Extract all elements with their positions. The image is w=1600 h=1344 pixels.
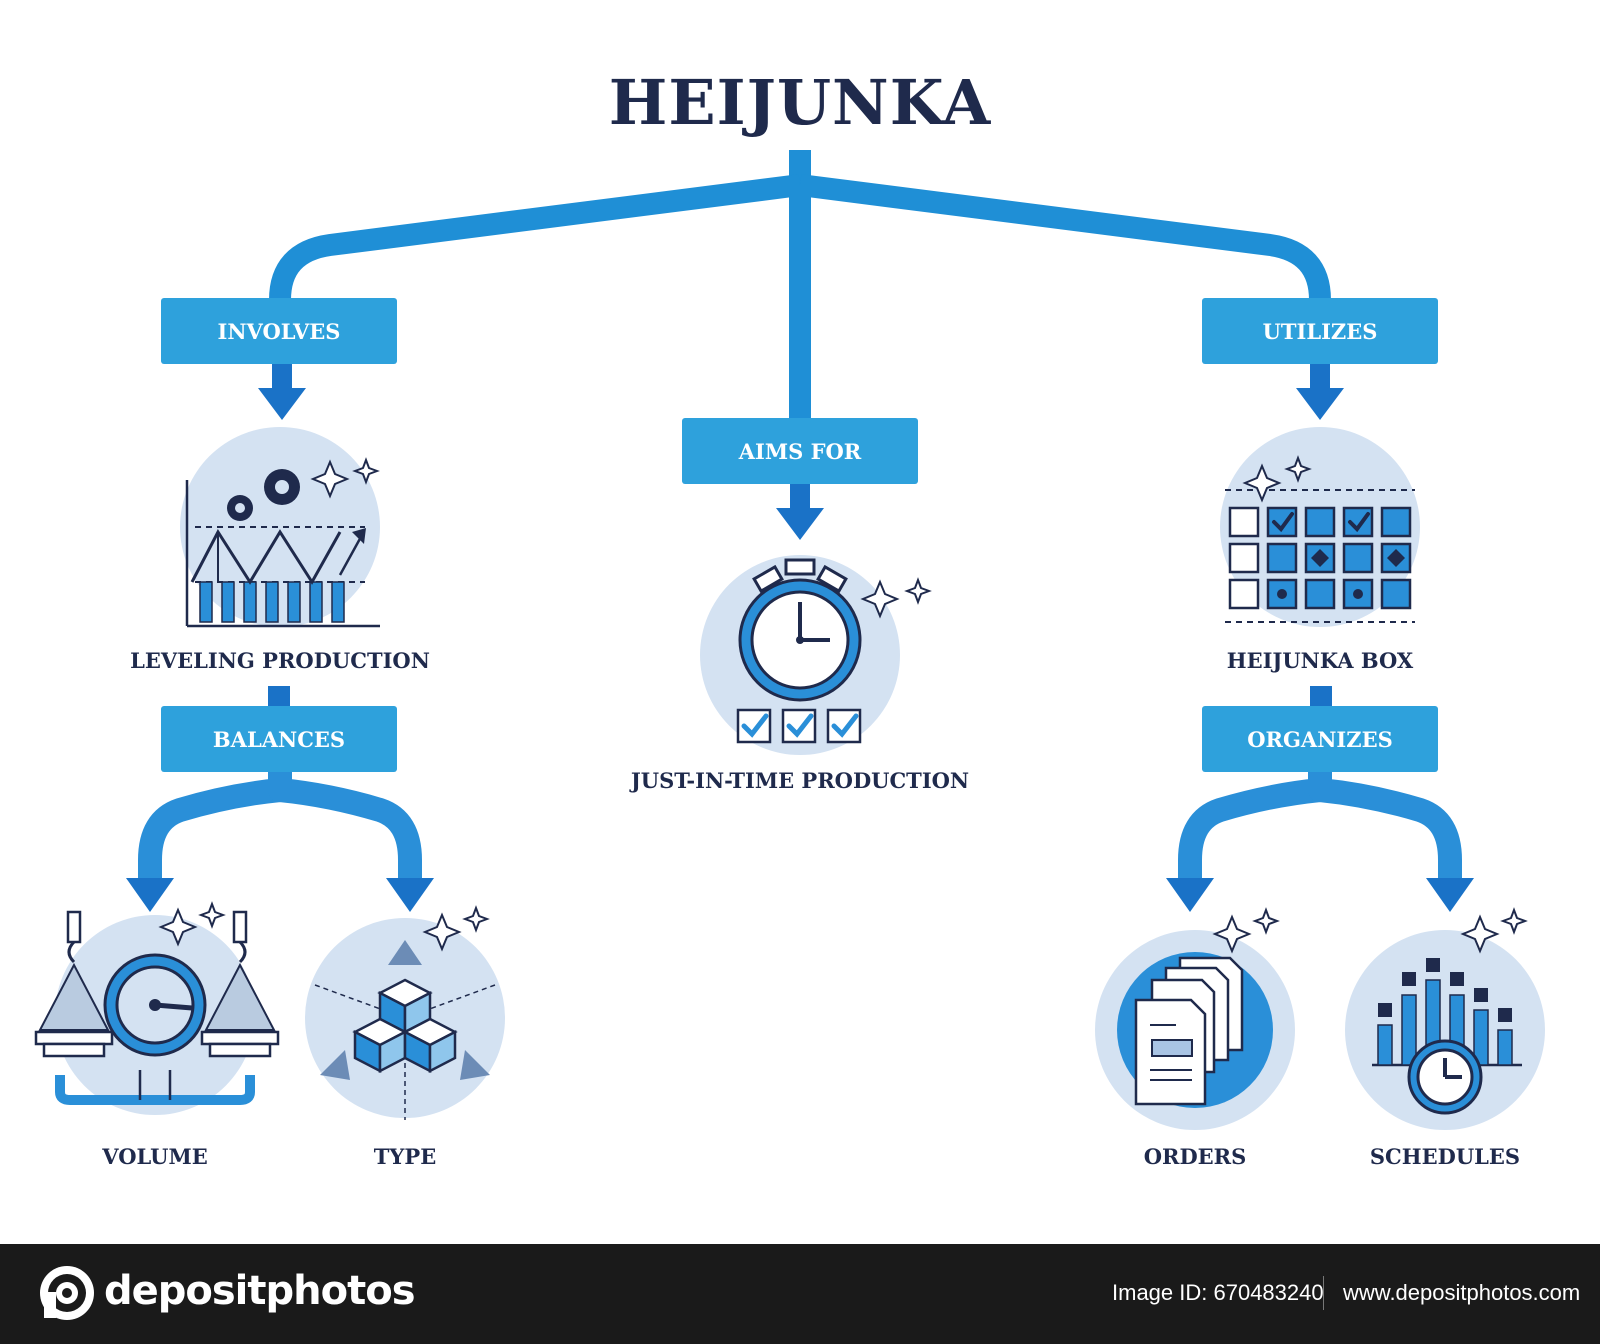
label-orders: ORDERS (1143, 1144, 1247, 1169)
arrow-schedules (1426, 878, 1474, 912)
label-schedules: SCHEDULES (1369, 1144, 1521, 1169)
footer-divider (1323, 1276, 1324, 1310)
tag-organizes: ORGANIZES (1202, 706, 1438, 772)
label-volume: VOLUME (102, 1144, 208, 1169)
label-just-in-time-production: JUST-IN-TIME PRODUCTION (630, 768, 970, 793)
arrow-type (386, 878, 434, 912)
heijunka-diagram: HEIJUNKA INVOLVES AIMS FOR UTILIZES BALA… (34, 66, 1545, 1169)
heijunka-box-icon (1220, 427, 1420, 627)
arrow-involves (258, 362, 306, 420)
orders-documents-icon (1095, 907, 1295, 1130)
footer-brand[interactable]: depositphotos (104, 1268, 416, 1314)
tag-aims-for: AIMS FOR (682, 418, 918, 484)
footer-image-id: Image ID: 670483240 (1112, 1280, 1324, 1305)
arrow-orders (1166, 878, 1214, 912)
stub-organizes (1310, 686, 1332, 712)
arrow-volume (126, 878, 174, 912)
footer-bar (0, 1244, 1600, 1344)
label-leveling-production: LEVELING PRODUCTION (130, 648, 430, 673)
stub-balances (268, 686, 290, 712)
split-organizes (1178, 770, 1462, 880)
depositphotos-logo-icon (40, 1266, 94, 1320)
tag-utilizes: UTILIZES (1202, 298, 1438, 364)
top-connector (269, 150, 1331, 420)
stopwatch-icon (700, 555, 932, 755)
arrow-utilizes (1296, 362, 1344, 420)
label-type: TYPE (373, 1144, 437, 1169)
schedules-chart-icon (1345, 907, 1545, 1130)
page-title: HEIJUNKA (608, 66, 992, 139)
arrow-aims-for (776, 482, 824, 540)
tag-involves: INVOLVES (161, 298, 397, 364)
split-balances (138, 770, 422, 880)
type-cubes-icon (305, 905, 505, 1120)
footer-site-link[interactable]: www.depositphotos.com (1343, 1280, 1581, 1305)
diagram-graphics (34, 150, 1545, 1130)
leveling-production-icon (180, 427, 380, 628)
label-heijunka-box: HEIJUNKA BOX (1226, 648, 1414, 673)
volume-scale-icon (34, 901, 280, 1115)
tag-balances: BALANCES (161, 706, 397, 772)
